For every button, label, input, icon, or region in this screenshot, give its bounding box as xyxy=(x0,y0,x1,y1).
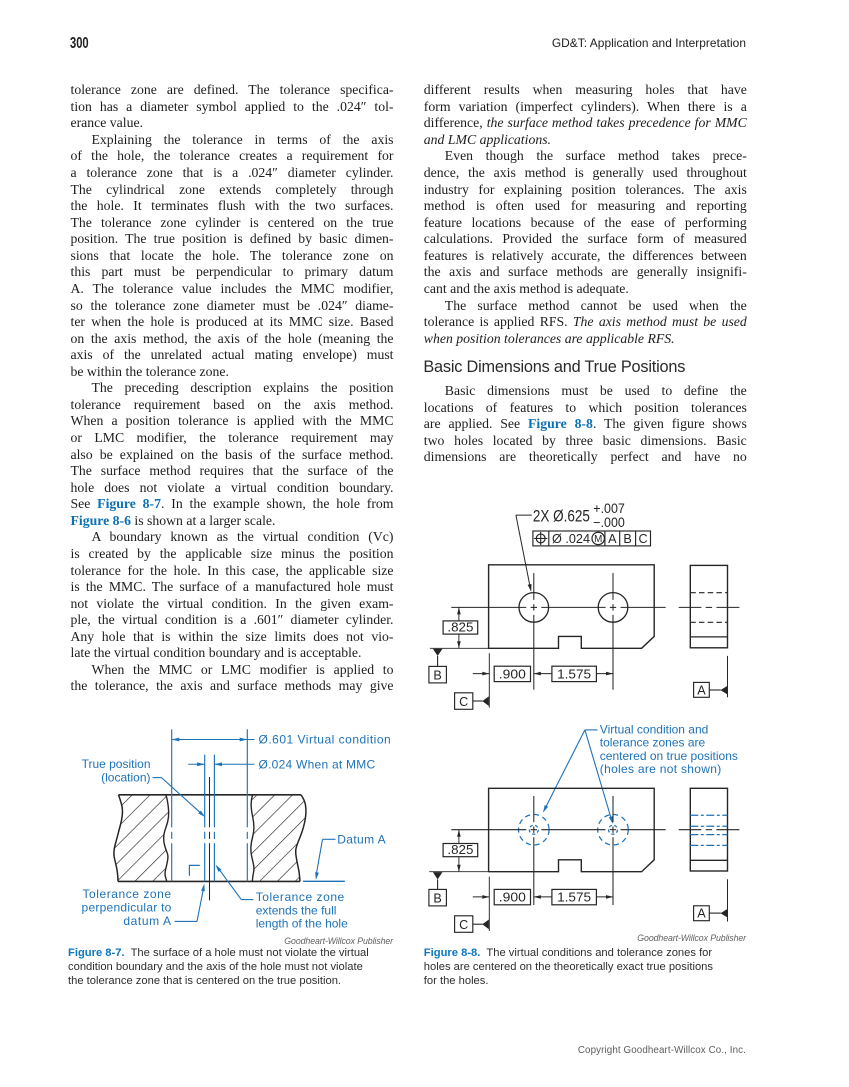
svg-text:C: C xyxy=(459,918,468,932)
svg-text:A: A xyxy=(697,907,706,921)
svg-text:C: C xyxy=(459,695,468,709)
svg-text:−.000: −.000 xyxy=(593,515,625,530)
svg-text:length of the hole: length of the hole xyxy=(256,917,348,931)
svg-text:B: B xyxy=(433,668,441,682)
svg-text:A: A xyxy=(697,683,706,697)
svg-text:Datum A: Datum A xyxy=(337,833,386,847)
svg-text:B: B xyxy=(623,532,631,546)
svg-text:centered on true positions: centered on true positions xyxy=(600,749,738,763)
svg-text:.825: .825 xyxy=(447,621,473,635)
svg-text:C: C xyxy=(638,532,647,546)
svg-text:1.575: 1.575 xyxy=(557,891,591,905)
svg-text:extends the full: extends the full xyxy=(256,903,337,917)
svg-text:2X Ø.625: 2X Ø.625 xyxy=(533,507,590,526)
svg-text:tolerance zones are: tolerance zones are xyxy=(600,736,706,750)
svg-text:Ø.024 When at MMC: Ø.024 When at MMC xyxy=(259,757,376,771)
svg-text:.825: .825 xyxy=(447,843,473,857)
svg-text:1.575: 1.575 xyxy=(557,667,591,681)
svg-text:perpendicular to: perpendicular to xyxy=(82,901,172,915)
svg-text:A: A xyxy=(608,532,617,546)
svg-text:B: B xyxy=(433,891,441,905)
svg-text:.900: .900 xyxy=(499,667,526,681)
svg-text:Virtual condition and: Virtual condition and xyxy=(600,722,709,736)
svg-text:+.007: +.007 xyxy=(593,501,625,516)
svg-text:(holes are not shown): (holes are not shown) xyxy=(600,762,722,776)
svg-text:Tolerance zone: Tolerance zone xyxy=(256,890,345,904)
svg-text:.900: .900 xyxy=(499,891,526,905)
svg-text:Ø .024: Ø .024 xyxy=(552,531,590,546)
svg-text:Tolerance zone: Tolerance zone xyxy=(83,887,172,901)
svg-text:True position: True position xyxy=(82,757,151,771)
svg-text:(location): (location) xyxy=(101,770,150,784)
svg-text:datum A: datum A xyxy=(123,914,171,928)
svg-text:Ø.601 Virtual condition: Ø.601 Virtual condition xyxy=(259,733,392,747)
svg-text:M: M xyxy=(594,534,602,545)
